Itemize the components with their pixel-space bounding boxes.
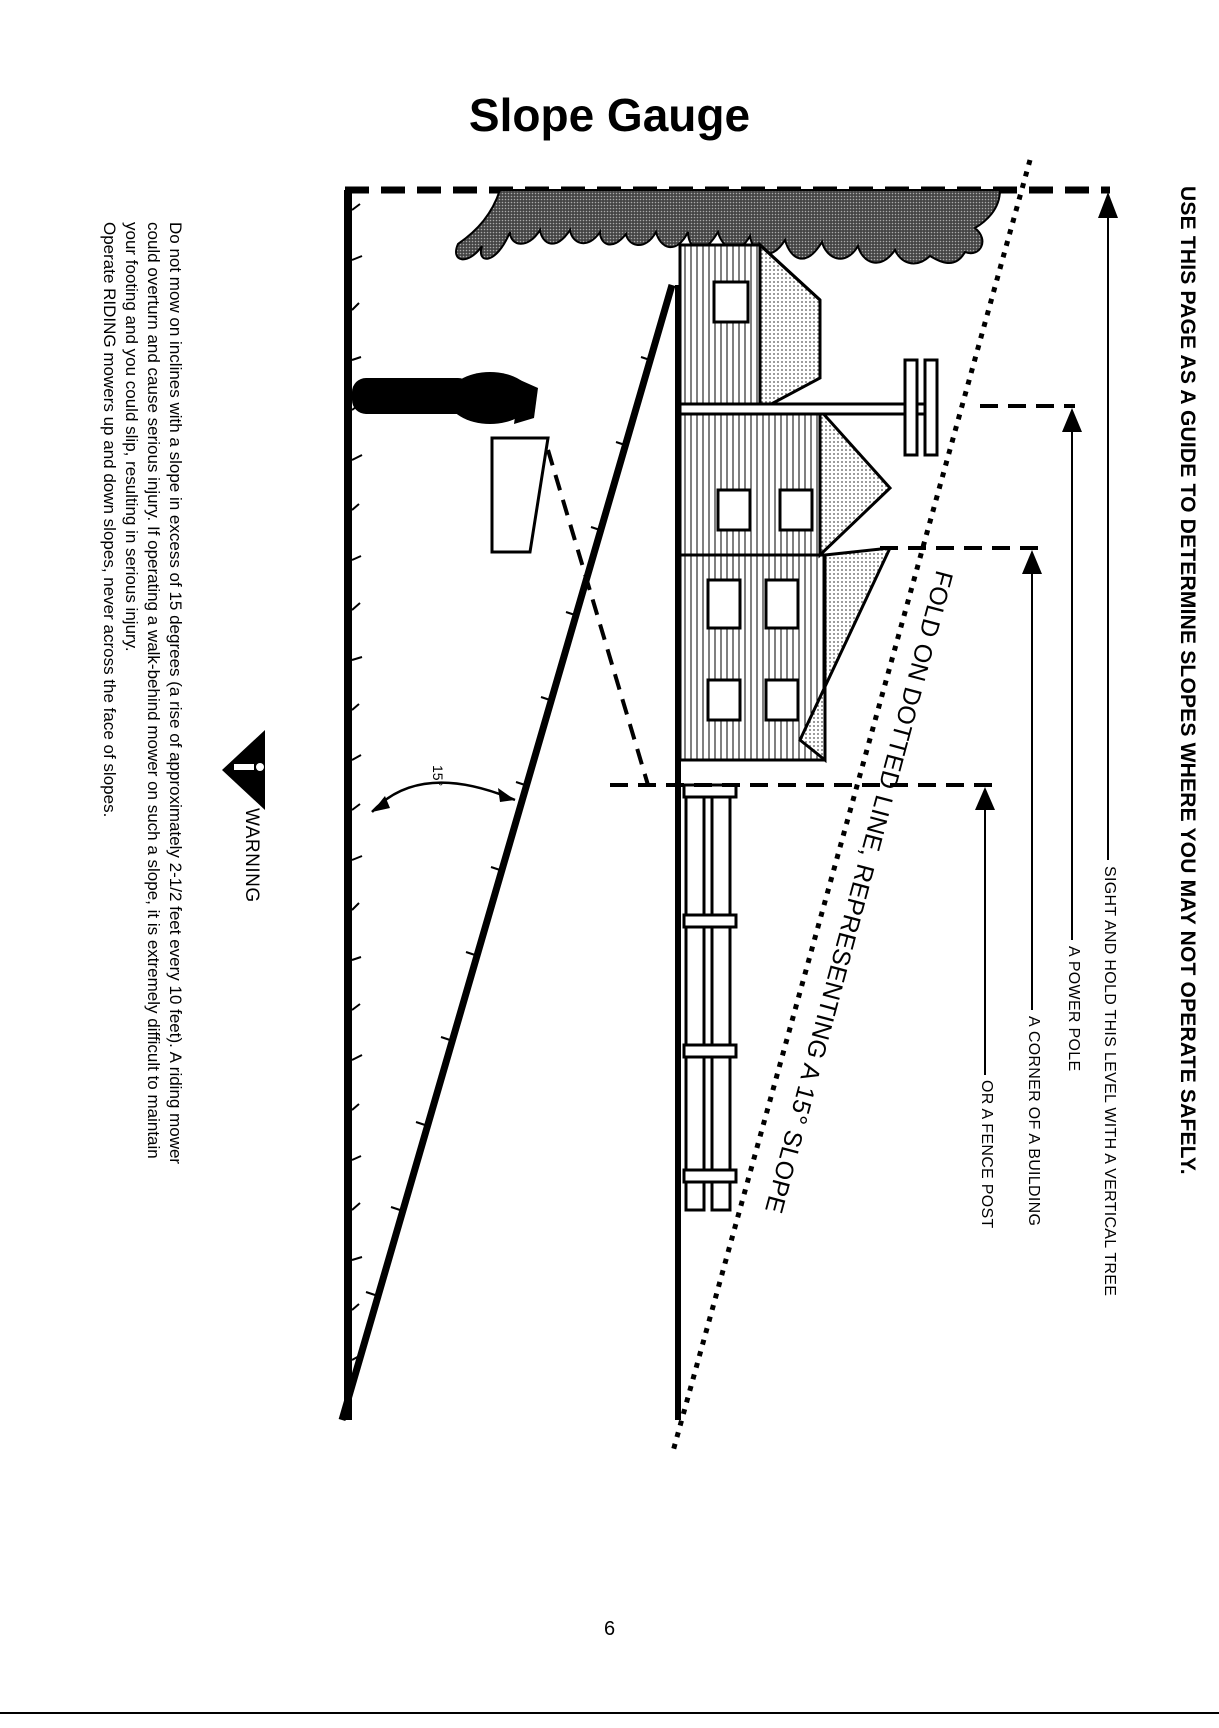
- label-tree: SIGHT AND HOLD THIS LEVEL WITH A VERTICA…: [1100, 866, 1118, 1296]
- house-roof-upper: [760, 245, 820, 410]
- label-building-corner: A CORNER OF A BUILDING: [1024, 1016, 1042, 1226]
- warning-heading: WARNING: [240, 808, 262, 903]
- guide-arrows: [985, 215, 1108, 1075]
- house-roof-middle: [820, 410, 890, 555]
- angle-arc: [372, 783, 515, 812]
- house-lower: [680, 555, 825, 760]
- warning-line-1: Do not mow on inclines with a slope in e…: [164, 222, 186, 1164]
- warning-line-4: Operate RIDING mowers up and down slopes…: [98, 222, 120, 817]
- house-upper: [680, 245, 760, 410]
- warning-triangle-icon: [222, 730, 265, 810]
- house-middle: [680, 410, 820, 555]
- page-number: 6: [0, 1618, 1219, 1641]
- sight-line: [548, 450, 648, 785]
- angle-label: 15°: [430, 765, 446, 786]
- warning-line-3: your footing and you could slip, resulti…: [120, 222, 142, 652]
- person-sighting: [352, 372, 538, 424]
- warning-line-2: could overturn and cause serious injury.…: [142, 222, 164, 1159]
- label-fence-post: OR A FENCE POST: [977, 1080, 995, 1229]
- bottom-rule: [0, 1712, 1219, 1714]
- label-power-pole: A POWER POLE: [1064, 946, 1082, 1071]
- power-pole: [680, 404, 930, 414]
- fence: [684, 785, 736, 1210]
- gauge-headline: USE THIS PAGE AS A GUIDE TO DETERMINE SL…: [1175, 186, 1199, 1175]
- ground-grass: [352, 204, 362, 1360]
- held-page: [492, 438, 548, 552]
